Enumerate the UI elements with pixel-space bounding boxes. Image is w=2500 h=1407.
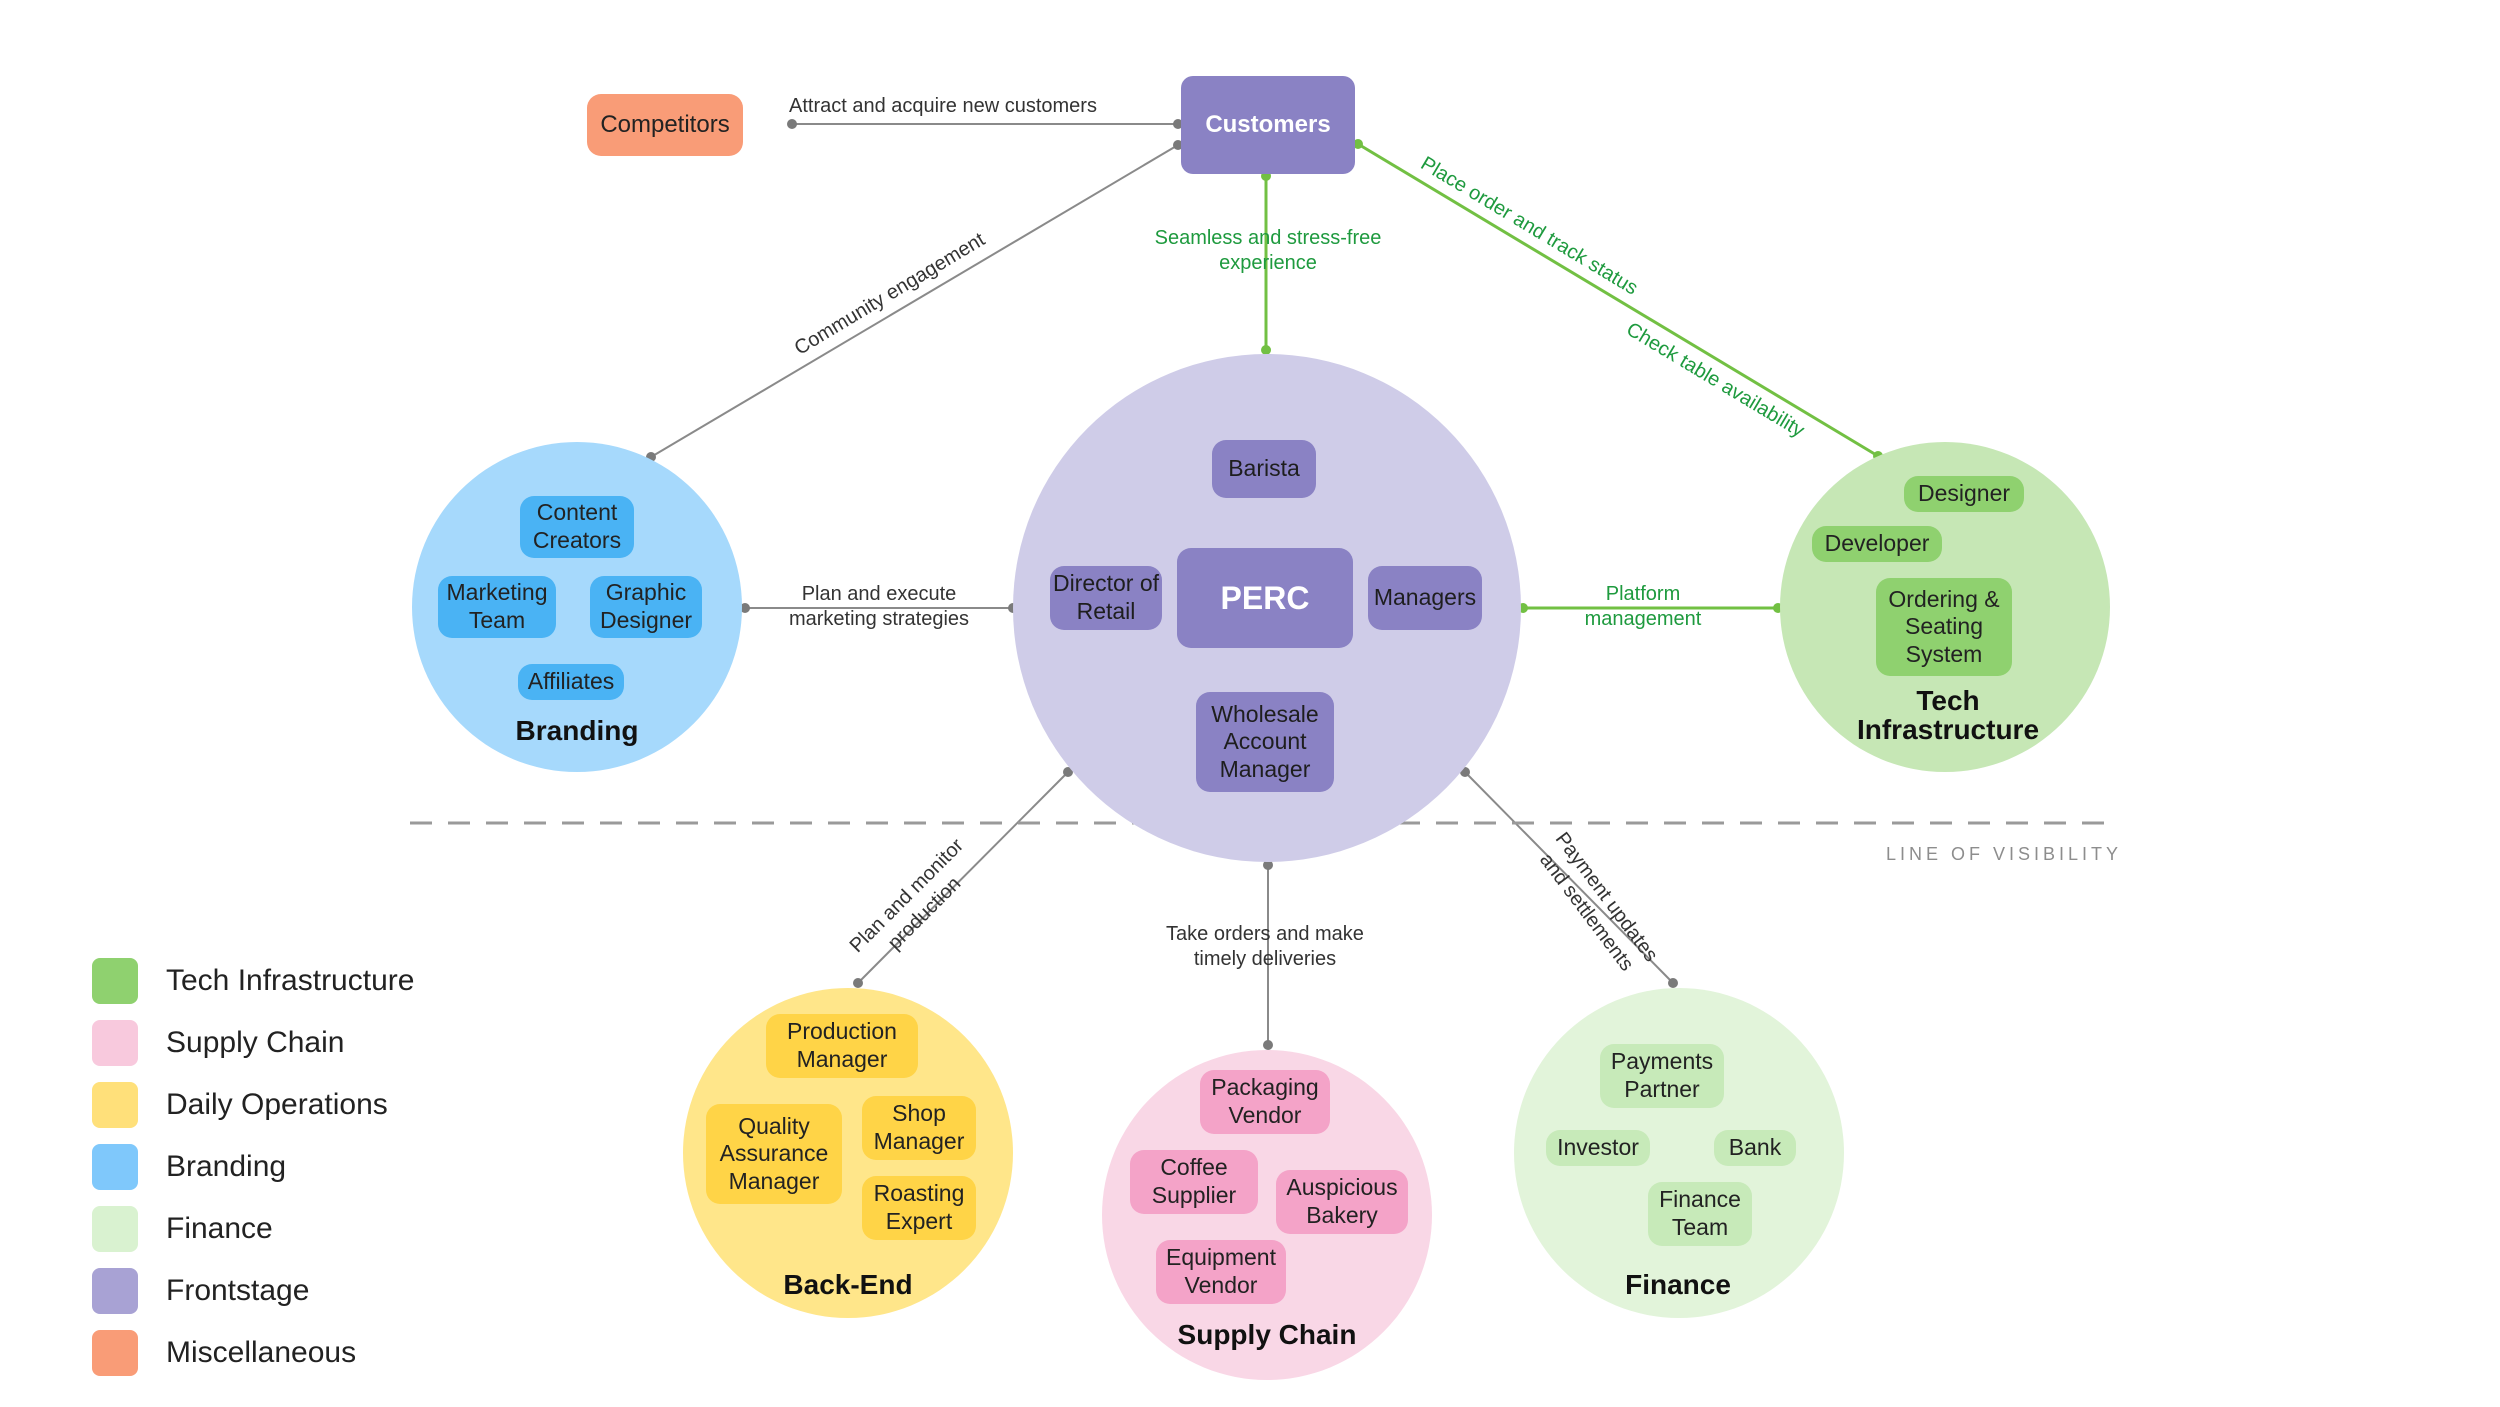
- edge-label-attract: Attract and acquire new customers: [789, 95, 1097, 117]
- branding-title: Branding: [515, 715, 639, 746]
- designer-chip[interactable]: Designer: [1904, 476, 2024, 512]
- legend-item: Daily Operations: [92, 1082, 388, 1128]
- connector-dot: [1263, 860, 1273, 870]
- legend-swatch: [92, 1020, 138, 1066]
- payments-partner-chip[interactable]: Payments Partner: [1600, 1044, 1724, 1108]
- legend-swatch: [92, 958, 138, 1004]
- investor-chip[interactable]: Investor: [1546, 1130, 1650, 1166]
- marketing-team-chip[interactable]: Marketing Team: [438, 576, 556, 638]
- finance-team-chip[interactable]: Finance Team: [1648, 1182, 1752, 1246]
- legend-item: Frontstage: [92, 1268, 309, 1314]
- connector-dot: [1668, 978, 1678, 988]
- competitors-node[interactable]: Competitors: [587, 94, 743, 156]
- quality-assurance-manager-chip[interactable]: Quality Assurance Manager: [706, 1104, 842, 1204]
- tech-infrastructure-title: Tech Infrastructure: [1856, 685, 2040, 746]
- line-of-visibility-label: LINE OF VISIBILITY: [1886, 844, 2123, 864]
- finance-team-label: Finance Team: [1659, 1186, 1741, 1240]
- investor-label: Investor: [1557, 1134, 1639, 1161]
- graphic-designer-label: Graphic Designer: [599, 579, 693, 633]
- bank-label: Bank: [1728, 1134, 1782, 1161]
- quality-assurance-manager-label: Quality Assurance Manager: [719, 1112, 829, 1194]
- legend-item: Branding: [92, 1144, 286, 1190]
- bank-chip[interactable]: Bank: [1714, 1130, 1796, 1166]
- affiliates-chip[interactable]: Affiliates: [518, 664, 624, 700]
- content-creators-label: Content Creators: [532, 499, 622, 553]
- legend-swatch: [92, 1082, 138, 1128]
- developer-chip[interactable]: Developer: [1812, 526, 1942, 562]
- finance-title: Finance: [1625, 1269, 1731, 1300]
- connector-dot: [1353, 139, 1363, 149]
- barista-label: Barista: [1228, 455, 1300, 482]
- legend-label: Branding: [166, 1150, 287, 1183]
- legend-label: Finance: [166, 1212, 273, 1245]
- perc-chip[interactable]: PERC: [1177, 548, 1353, 648]
- legend-item: Supply Chain: [92, 1020, 344, 1066]
- connector-dot: [1173, 140, 1183, 150]
- production-manager-chip[interactable]: Production Manager: [766, 1014, 918, 1078]
- competitors-label: Competitors: [600, 110, 730, 138]
- production-manager-label: Production Manager: [787, 1018, 897, 1072]
- edge-branding-customers: [650, 144, 1179, 458]
- shop-manager-chip[interactable]: Shop Manager: [862, 1096, 976, 1160]
- legend-label: Supply Chain: [166, 1026, 345, 1059]
- ordering-seating-system-label: Ordering & Seating System: [1888, 585, 2000, 667]
- customers-label: Customers: [1205, 110, 1331, 138]
- connector-dot: [1263, 1040, 1273, 1050]
- connector-dot: [740, 603, 750, 613]
- director-of-retail-chip[interactable]: Director of Retail: [1050, 566, 1162, 630]
- connector-dot: [787, 119, 797, 129]
- legend-item: Finance: [92, 1206, 273, 1252]
- director-of-retail-label: Director of Retail: [1052, 570, 1160, 624]
- coffee-supplier-label: Coffee Supplier: [1151, 1154, 1237, 1208]
- equipment-vendor-chip[interactable]: Equipment Vendor: [1156, 1240, 1286, 1304]
- legend-label: Miscellaneous: [166, 1336, 357, 1369]
- connector-dot: [1261, 345, 1271, 355]
- customers-node[interactable]: Customers: [1181, 76, 1355, 174]
- supply-chain-title: Supply Chain: [1177, 1319, 1357, 1350]
- legend-label: Daily Operations: [166, 1088, 388, 1121]
- graphic-designer-chip[interactable]: Graphic Designer: [590, 576, 702, 638]
- edge-label-seamless: Seamless and stress-free experience: [1154, 227, 1382, 274]
- packaging-vendor-chip[interactable]: Packaging Vendor: [1200, 1070, 1330, 1134]
- legend-item: Miscellaneous: [92, 1330, 356, 1376]
- coffee-supplier-chip[interactable]: Coffee Supplier: [1130, 1150, 1258, 1214]
- auspicious-bakery-chip[interactable]: Auspicious Bakery: [1276, 1170, 1408, 1234]
- auspicious-bakery-label: Auspicious Bakery: [1286, 1174, 1398, 1228]
- edge-perc-backend: [857, 771, 1069, 984]
- legend-swatch: [92, 1206, 138, 1252]
- equipment-vendor-label: Equipment Vendor: [1166, 1244, 1276, 1298]
- marketing-team-label: Marketing Team: [446, 579, 548, 633]
- designer-label: Designer: [1917, 480, 2011, 507]
- barista-chip[interactable]: Barista: [1212, 440, 1316, 498]
- connector-dot: [853, 978, 863, 988]
- affiliates-label: Affiliates: [527, 668, 615, 695]
- edge-customers-tech: [1357, 142, 1879, 458]
- legend-label: Frontstage: [166, 1274, 310, 1307]
- ordering-seating-system-chip[interactable]: Ordering & Seating System: [1876, 578, 2012, 676]
- legend-swatch: [92, 1144, 138, 1190]
- developer-label: Developer: [1824, 530, 1930, 557]
- edge-perc-finance: [1464, 771, 1674, 984]
- managers-label: Managers: [1373, 584, 1477, 611]
- wholesale-account-manager-chip[interactable]: Wholesale Account Manager: [1196, 692, 1334, 792]
- connector-dot: [1173, 119, 1183, 129]
- perc-label: PERC: [1220, 579, 1310, 616]
- roasting-expert-chip[interactable]: Roasting Expert: [862, 1176, 976, 1240]
- legend-swatch: [92, 1268, 138, 1314]
- managers-chip[interactable]: Managers: [1368, 566, 1482, 630]
- roasting-expert-label: Roasting Expert: [873, 1180, 965, 1234]
- wholesale-account-manager-label: Wholesale Account Manager: [1211, 700, 1319, 782]
- edge-label-marketing: Plan and execute marketing strategies: [788, 583, 970, 630]
- legend-item: Tech Infrastructure: [92, 958, 414, 1004]
- packaging-vendor-label: Packaging Vendor: [1211, 1074, 1319, 1128]
- edge-label-platform: Platform management: [1584, 583, 1702, 630]
- back-end-title: Back-End: [783, 1269, 913, 1300]
- edge-label-orders: Take orders and make timely deliveries: [1166, 923, 1364, 970]
- shop-manager-label: Shop Manager: [873, 1100, 965, 1154]
- legend-label: Tech Infrastructure: [166, 964, 415, 997]
- payments-partner-label: Payments Partner: [1610, 1048, 1714, 1102]
- legend-swatch: [92, 1330, 138, 1376]
- content-creators-chip[interactable]: Content Creators: [520, 496, 634, 558]
